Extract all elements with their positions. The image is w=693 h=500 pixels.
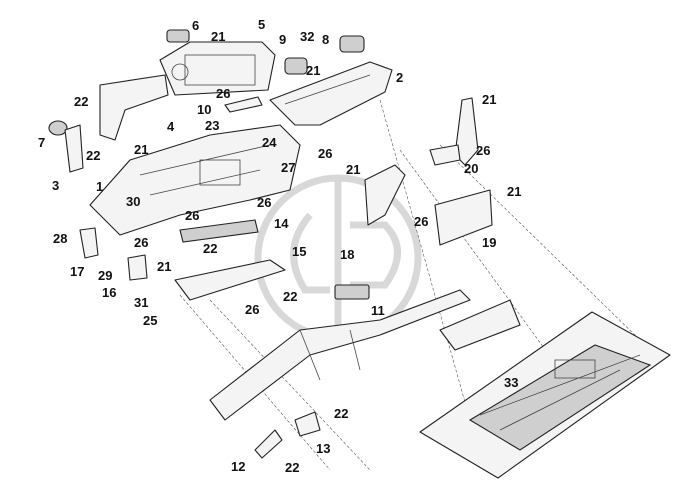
air-vent-9: [284, 57, 308, 75]
instrument-cluster-hood: [159, 41, 276, 96]
callout-8: 8: [322, 32, 329, 47]
glovebox-lid: [434, 189, 493, 246]
callout-22-f: 22: [285, 460, 299, 475]
callout-19: 19: [482, 235, 496, 250]
callout-14: 14: [274, 216, 289, 231]
inset-leader-lines: [179, 99, 641, 471]
center-vent-strip: [179, 219, 259, 243]
callout-26-f: 26: [414, 214, 428, 229]
callout-9: 9: [279, 32, 286, 47]
callout-22-c: 22: [203, 241, 217, 256]
bracket-17: [79, 227, 99, 259]
callout-26-c: 26: [476, 143, 490, 158]
center-module-11: [334, 284, 370, 300]
callout-22-d: 22: [283, 289, 297, 304]
side-panel-3: [64, 124, 84, 173]
callout-2: 2: [396, 70, 403, 85]
air-vent-6: [166, 29, 190, 43]
bracket-20: [429, 144, 461, 166]
callout-4: 4: [167, 119, 175, 134]
callout-22-b: 22: [86, 148, 100, 163]
main-dashboard-body: [89, 124, 301, 236]
callout-21-e: 21: [346, 162, 360, 177]
end-cap-12: [254, 429, 283, 459]
callout-27: 27: [281, 160, 295, 175]
callout-24: 24: [262, 135, 277, 150]
callout-11: 11: [371, 303, 385, 318]
callout-22-e: 22: [334, 406, 348, 421]
callout-15: 15: [292, 244, 306, 259]
cross-car-beam: [209, 289, 521, 421]
callout-26-d: 26: [185, 208, 199, 223]
side-vent-7: [48, 120, 68, 136]
callout-26-a: 26: [216, 86, 230, 101]
callout-29: 29: [98, 268, 112, 283]
side-panel-middle: [364, 164, 406, 226]
callout-20: 20: [464, 161, 478, 176]
callout-21-f: 21: [507, 184, 521, 199]
callout-32: 32: [300, 29, 314, 44]
callout-30: 30: [126, 194, 140, 209]
callout-28: 28: [53, 231, 67, 246]
callout-26-e: 26: [257, 195, 271, 210]
bracket-13: [294, 411, 321, 437]
callout-1: 1: [96, 179, 103, 194]
callout-21-b: 21: [306, 63, 320, 78]
pillar-trim-left: [99, 74, 169, 141]
callout-17: 17: [70, 264, 84, 279]
callout-6: 6: [192, 18, 199, 33]
callout-25: 25: [143, 313, 157, 328]
callout-21-a: 21: [211, 29, 225, 44]
callout-21-d: 21: [134, 142, 148, 157]
assembled-view-inset: [419, 311, 671, 479]
callout-12: 12: [231, 459, 245, 474]
cover-panel-10: [224, 96, 263, 113]
bracket-16: [127, 254, 148, 281]
callout-26-h: 26: [245, 302, 259, 317]
air-vent-8: [339, 35, 365, 53]
callout-21-g: 21: [157, 259, 171, 274]
callout-31: 31: [134, 295, 148, 310]
callout-13: 13: [316, 441, 330, 456]
callout-3: 3: [52, 178, 59, 193]
callout-26-b: 26: [318, 146, 332, 161]
callout-21-c: 21: [482, 92, 496, 107]
callout-26-g: 26: [134, 235, 148, 250]
callout-16: 16: [102, 285, 116, 300]
callout-5: 5: [258, 17, 265, 32]
callout-18: 18: [340, 247, 354, 262]
callout-23: 23: [205, 118, 219, 133]
callout-33: 33: [504, 375, 518, 390]
callout-7: 7: [38, 135, 45, 150]
watermark-logo: [254, 174, 422, 342]
callout-22-a: 22: [74, 94, 88, 109]
upper-dash-panel: [269, 61, 393, 126]
callout-10: 10: [197, 102, 211, 117]
lower-knee-panel: [174, 259, 286, 301]
